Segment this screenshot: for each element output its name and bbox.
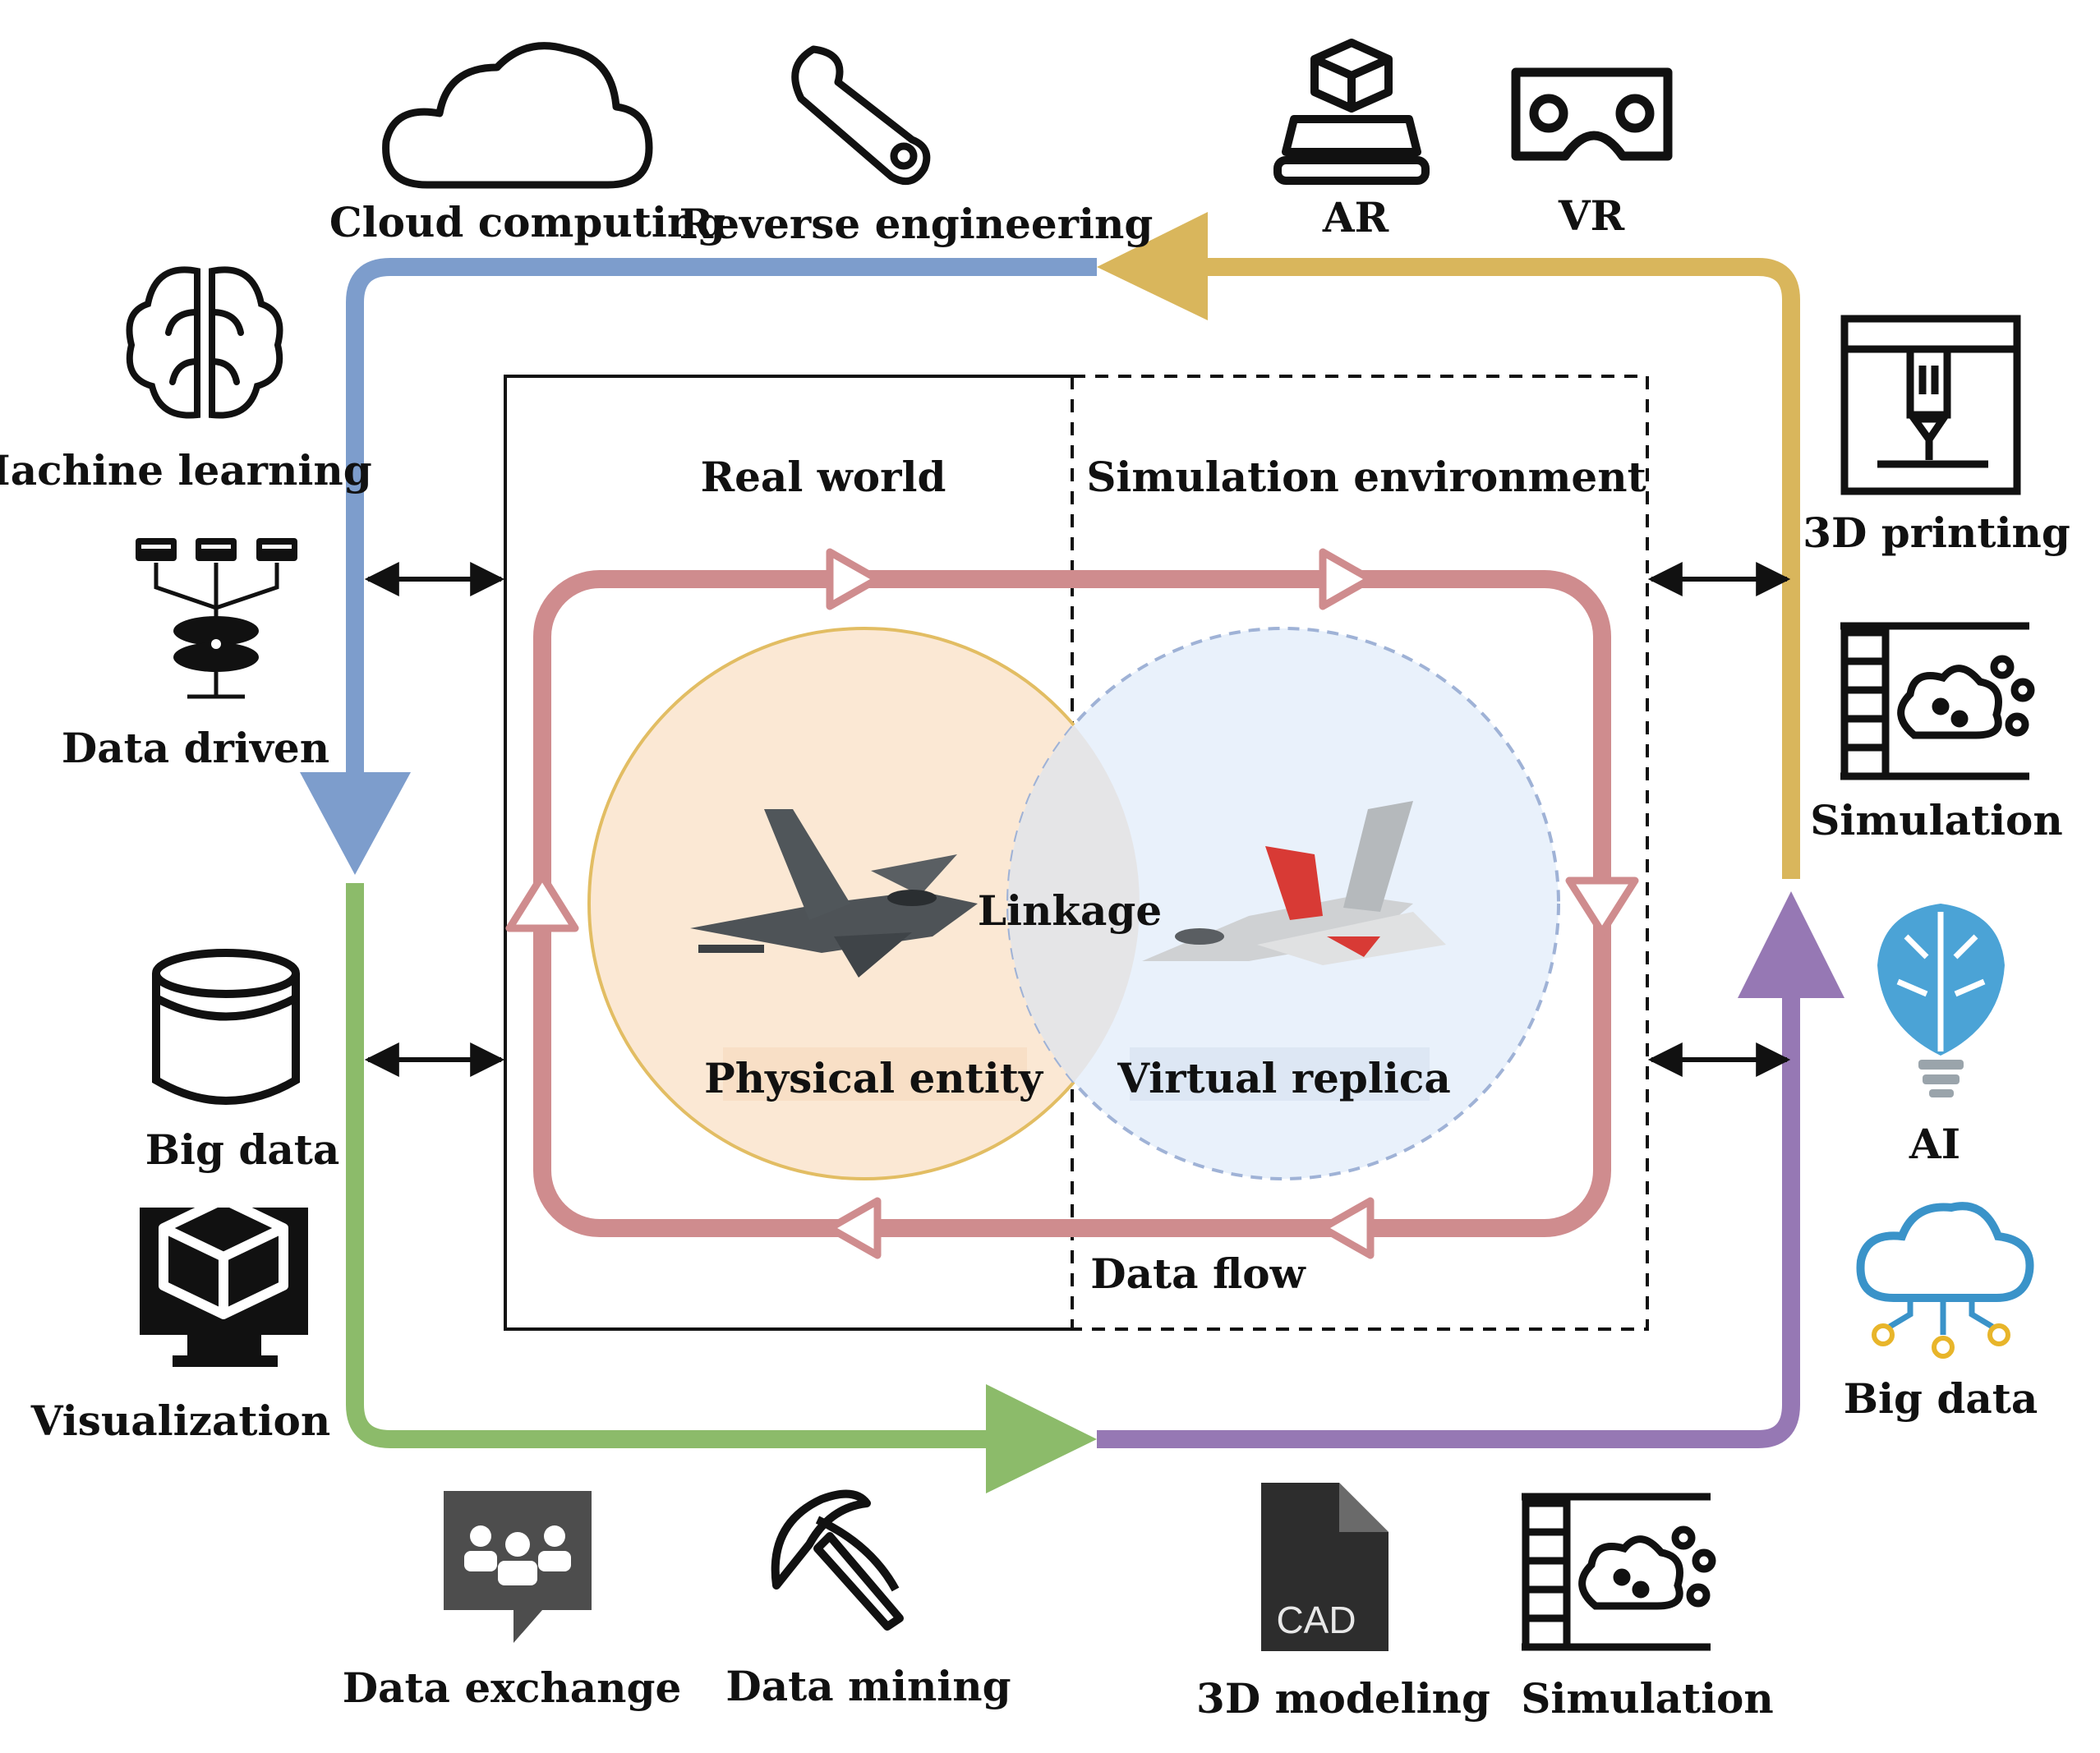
database-icon <box>152 949 300 1105</box>
ai-label: AI <box>1909 1120 1960 1168</box>
blue-arrowhead <box>300 772 411 875</box>
flow-triangle <box>505 872 579 932</box>
virtual-replica-label-bg <box>1130 1047 1430 1101</box>
brain-icon <box>126 266 283 419</box>
wrench-icon <box>791 45 931 186</box>
vr-headset-icon <box>1511 67 1673 161</box>
simulation-environment-label: Simulation environment <box>1086 453 1646 501</box>
cloud-icon <box>382 42 653 189</box>
physical-entity-label-bg <box>723 1047 1027 1101</box>
gold-arrow-path <box>1150 258 1800 879</box>
big-data-cloud-icon <box>1856 1202 2034 1359</box>
3d-modeling-label: 3D modeling <box>1196 1674 1490 1723</box>
flow-triangle <box>826 548 882 610</box>
green-arrow-path <box>346 883 1023 1448</box>
cad-file-text: CAD <box>1276 1599 1356 1641</box>
ar-label: AR <box>1322 193 1389 242</box>
physical-entity-label: Physical entity <box>704 1054 1044 1102</box>
simulation-environment-box <box>1071 375 1649 1331</box>
reverse-engineering-label: Reverse engineering <box>679 200 1154 248</box>
visualization-label: Visualization <box>30 1396 330 1445</box>
purple-arrow-path <box>1097 961 1800 1448</box>
big-data-left-label: Big data <box>145 1125 339 1174</box>
big-data-right-label: Big data <box>1844 1374 2038 1423</box>
simulation-bottom-icon <box>1522 1493 1716 1651</box>
pickaxe-icon <box>771 1489 904 1631</box>
data-driven-label: Data driven <box>62 724 329 772</box>
ar-icon <box>1273 39 1430 185</box>
3d-printer-icon <box>1840 315 2021 495</box>
outer-cycle <box>300 212 1844 1493</box>
flow-triangle <box>826 1197 882 1259</box>
bidirectional-arrows <box>364 562 1791 1077</box>
simulation-right-label: Simulation <box>1810 796 2063 844</box>
real-world-label: Real world <box>701 453 946 501</box>
data-exchange-label: Data exchange <box>343 1663 682 1712</box>
cloud-computing-label: Cloud computing <box>329 198 725 246</box>
flow-triangle <box>1565 876 1639 936</box>
data-driven-icon <box>136 538 297 699</box>
simulation-right-icon <box>1840 622 2035 780</box>
blue-arrow-path <box>346 258 1097 809</box>
purple-arrowhead <box>1738 891 1844 998</box>
3d-printing-label: 3D printing <box>1803 508 2070 557</box>
flow-triangle <box>1319 548 1375 610</box>
virtual-replica-label: Virtual replica <box>1117 1054 1450 1102</box>
data-mining-label: Data mining <box>725 1662 1011 1710</box>
gold-arrowhead <box>1097 212 1208 320</box>
fighter-jet-image <box>690 809 978 978</box>
simulation-bottom-label: Simulation <box>1521 1674 1774 1723</box>
data-flow-loop <box>505 548 1639 1259</box>
data-flow-label: Data flow <box>1090 1249 1306 1298</box>
green-arrowhead <box>986 1384 1097 1493</box>
data-exchange-icon <box>444 1491 592 1643</box>
cad-file-icon: CAD <box>1261 1483 1388 1651</box>
ai-lightbulb-icon <box>1877 904 2005 1097</box>
virtual-replica-circle <box>1006 627 1560 1180</box>
vr-label: VR <box>1558 191 1625 240</box>
real-world-box <box>504 375 1072 1331</box>
linkage-label: Linkage <box>978 886 1162 935</box>
machine-learning-label: Machine learning <box>0 446 372 495</box>
visualization-icon <box>140 1194 308 1367</box>
flow-triangle <box>1319 1197 1375 1259</box>
virtual-jet-image <box>1142 801 1446 965</box>
